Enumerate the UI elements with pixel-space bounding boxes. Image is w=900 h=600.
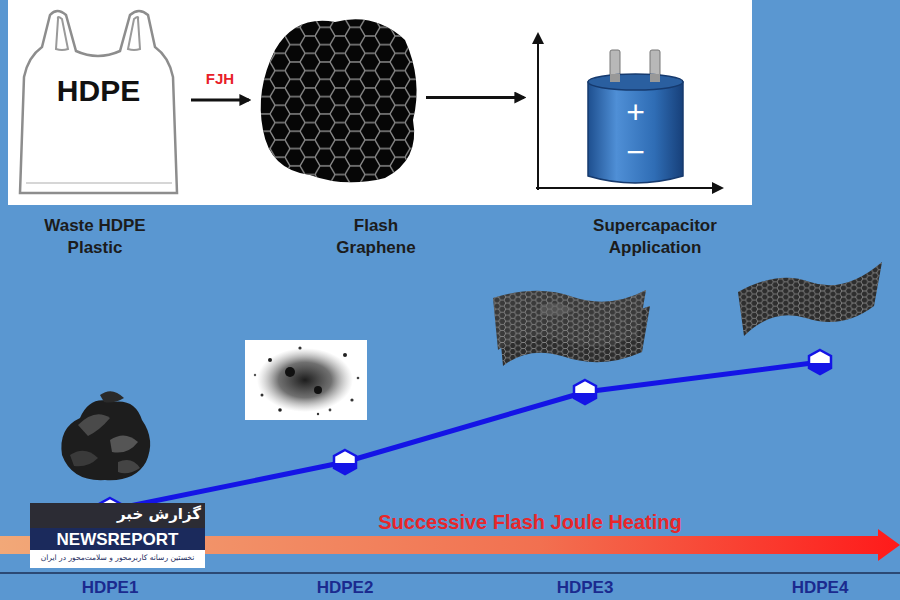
watermark-logo: [30, 503, 205, 568]
graphene-sheets: [493, 290, 650, 366]
process-label: Successive Flash Joule Heating: [290, 510, 770, 534]
stage-caption: Flash Graphene: [321, 215, 431, 259]
top-panel: [8, 0, 752, 205]
terminal-sign: +: [588, 92, 683, 134]
flow-arrow: [426, 96, 524, 99]
graphene-blob: Flash Graphene: [255, 10, 420, 185]
graphene-sheet: [738, 262, 882, 336]
flow-arrow: [191, 99, 249, 102]
graphene-powder: [245, 340, 367, 420]
watermark-text: گزارش خبر: [34, 505, 201, 523]
sample-label: HDPE2: [295, 578, 395, 598]
terminal-sign: −: [588, 132, 683, 174]
plastic-lumps: [61, 391, 150, 480]
edge-label: FJH: [180, 70, 260, 88]
watermark-text: NEWSREPORT: [30, 530, 205, 550]
stage-caption: Waste HDPE Plastic: [20, 215, 170, 259]
sample-label: HDPE4: [770, 578, 870, 598]
sample-label: HDPE1: [60, 578, 160, 598]
graphene-blob-shape: [255, 10, 420, 185]
data-markers: [99, 350, 831, 522]
sample-label: HDPE3: [535, 578, 635, 598]
supercapacitor-plot: +−Supercapacitor Application: [530, 30, 725, 195]
process-arrow: [0, 529, 900, 561]
axis-line: [0, 572, 900, 574]
plastic-bag: HDPEWaste HDPE Plastic: [12, 5, 185, 195]
bag-label: HDPE: [12, 71, 185, 110]
stage-caption: Supercapacitor Application: [555, 215, 755, 259]
watermark-text: نخستین رسانه کاربرمحور و سلامت‌محور در ا…: [30, 553, 205, 562]
trend-line: [110, 362, 820, 510]
